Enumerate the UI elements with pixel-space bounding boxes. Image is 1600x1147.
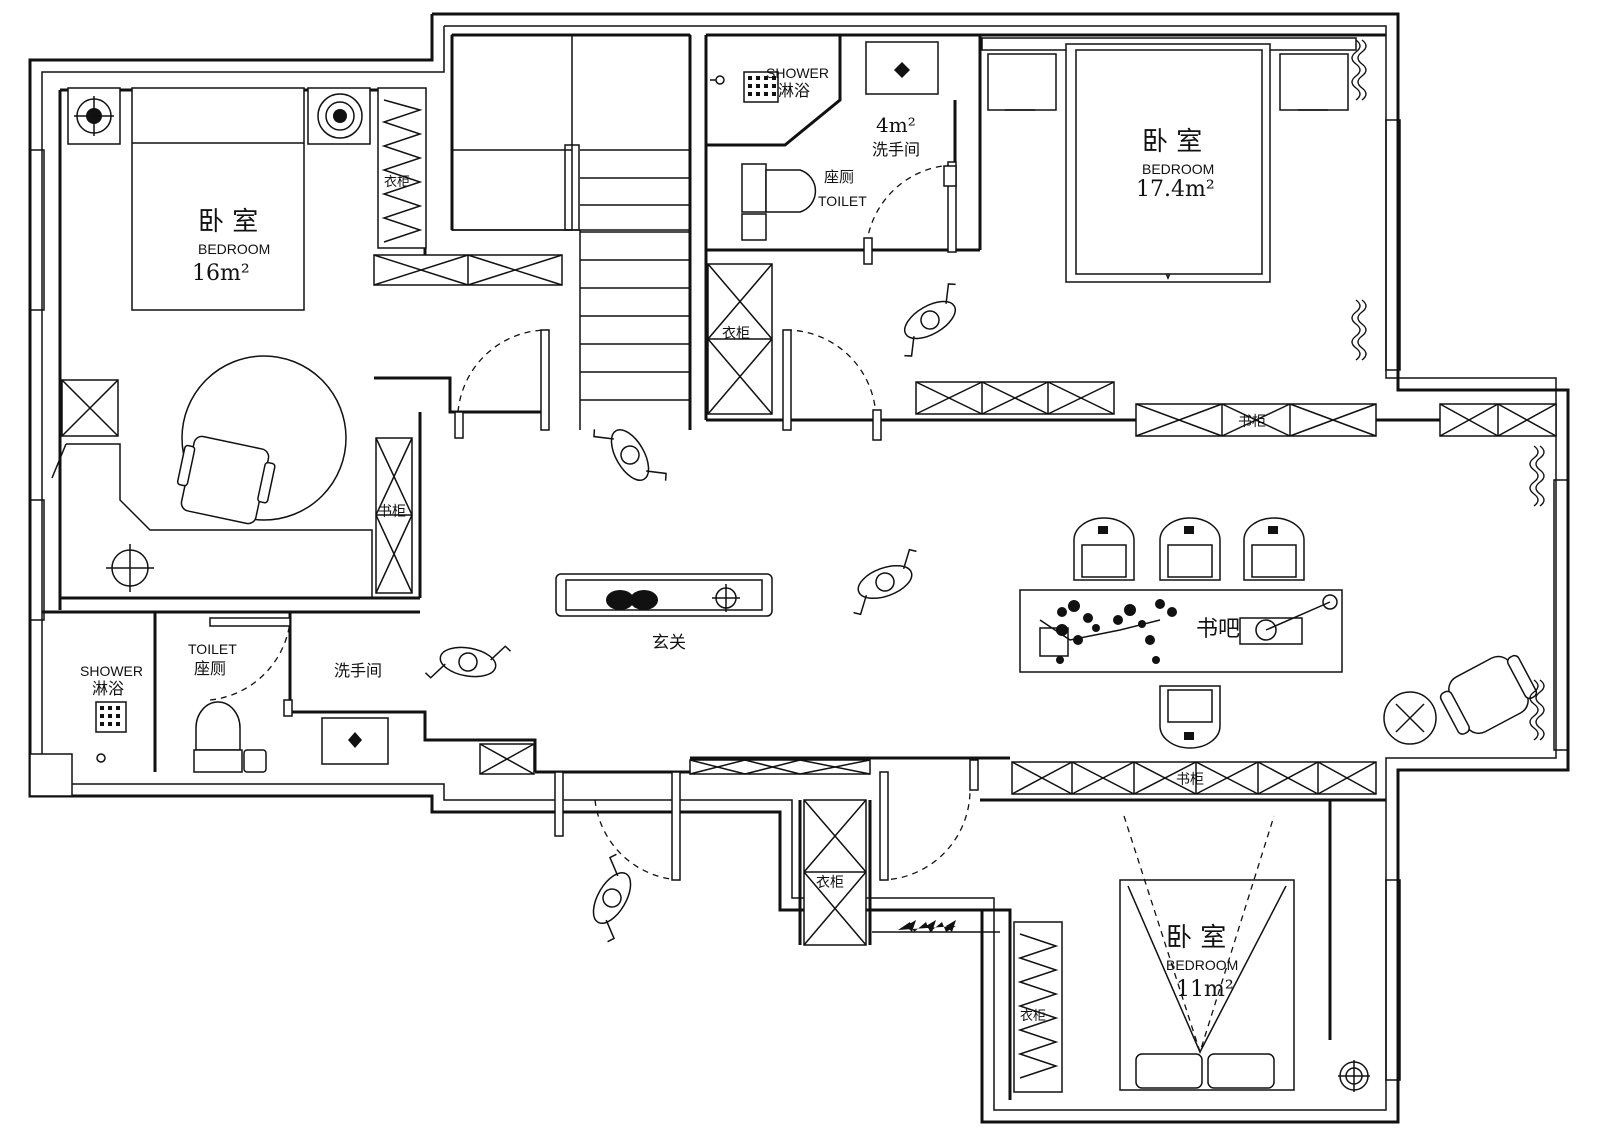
dining-chair-icon [1159,517,1221,581]
room-area: 4m² [876,113,916,137]
wardrobe-center: 衣柜 [707,263,773,415]
bookcase-label: 书柜 [378,504,406,520]
toilet-label-en: TOILET [818,193,867,209]
room-name-en: BEDROOM [198,241,270,257]
dining-chair-icon [1159,685,1221,749]
person-icon [593,429,667,481]
shower-label-cn: 淋浴 [92,679,124,698]
person-icon [904,283,956,357]
ceiling-lamp-icon [1338,1060,1370,1092]
bedroom-s: 衣柜 衣柜 卧 室 BEDROOM 11m² [803,799,1370,1093]
shower-label-en: SHOWER [766,65,829,81]
wardrobe-nw [377,87,427,249]
people [424,283,956,943]
cabinets-south: 书柜 [689,759,1377,795]
plant-icon [898,920,956,932]
armchair-icon [1439,654,1538,735]
room-area: 17.4m² [1136,177,1215,202]
room-name-en: BEDROOM [1166,957,1238,973]
bedroom-nw: 卧 室 BEDROOM 16m² 衣柜 书柜 [51,87,563,598]
bookcase-label: 书柜 [1238,414,1266,430]
entrance-label: 玄关 [652,633,686,653]
toilet-label-en: TOILET [188,641,237,657]
entrance: 玄关 [555,573,773,653]
room-name-cn: 卧 室 [198,207,258,237]
person-icon [592,853,632,943]
washroom-label: 洗手间 [872,140,920,159]
room-name-en: BEDROOM [1142,161,1214,177]
wardrobe-label: 衣柜 [1020,1008,1046,1024]
person-icon [424,645,512,679]
study-bar: 书吧 [1019,445,1545,749]
washroom-label: 洗手间 [334,661,382,680]
toilet-label-cn: 座厕 [194,659,226,678]
ceiling-lamp-icon [1383,691,1437,745]
ceiling-lamp-icon [106,544,154,592]
bedroom-ne: 卧 室 BEDROOM 17.4m² [981,37,1367,361]
room-area: 11m² [1176,977,1234,1002]
toilet-label-cn: 座厕 [824,168,854,186]
shower-label-en: SHOWER [80,663,143,679]
person-icon [853,548,917,616]
shower-label-cn: 淋浴 [778,81,810,100]
bed-nw [131,87,305,311]
bookcase-label: 书柜 [1176,772,1204,788]
room-area: 16m² [192,261,250,286]
bathroom-w: SHOWER 淋浴 TOILET 座厕 洗手间 [29,641,389,797]
room-name-cn: 卧 室 [1142,127,1202,157]
bathroom-n: SHOWER 淋浴 4m² 洗手间 座厕 TOILET [710,41,957,241]
staircase [451,34,691,430]
dining-chair-icon [1073,517,1135,581]
curtain [1529,445,1545,741]
ceiling-lamp-icon [317,93,363,139]
room-name-cn: 卧 室 [1166,923,1226,953]
wardrobe-label: 衣柜 [722,326,750,342]
curtain [1351,39,1367,361]
study-bar-label: 书吧 [1196,617,1240,642]
dining-chair-icon [1243,517,1305,581]
wardrobe-label: 衣柜 [384,174,410,190]
wardrobe-label: 衣柜 [816,875,844,891]
doors [209,161,979,881]
bookcases-north: 书柜 [915,381,1557,437]
ceiling-lamp-icon [74,96,114,136]
armchair-icon [176,435,276,525]
